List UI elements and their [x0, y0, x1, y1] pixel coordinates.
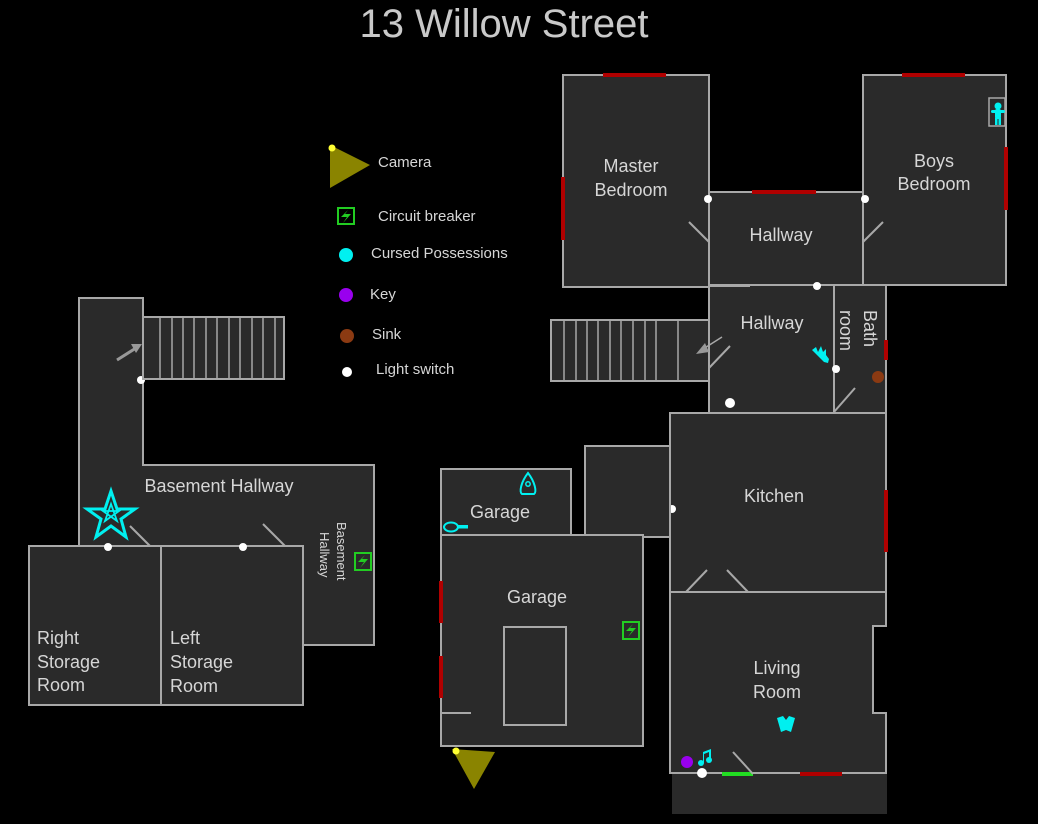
room-label: Room: [170, 676, 218, 696]
room-left-storage[interactable]: Left Storage Room: [160, 543, 304, 706]
legend-key: Key: [339, 286, 396, 303]
room-label: Hallway: [740, 313, 803, 333]
room-garage-connector: [584, 445, 671, 553]
room-right-storage[interactable]: Right Storage Room: [28, 543, 162, 706]
room-label: Hallway: [749, 225, 812, 245]
circuit-breaker-icon[interactable]: [354, 552, 372, 571]
room-label: Bedroom: [897, 174, 970, 194]
room-kitchen[interactable]: Kitchen: [648, 412, 888, 593]
sink-icon: [340, 329, 354, 343]
room-label: Basement Hallway: [144, 476, 293, 496]
room-label: Right: [37, 628, 79, 648]
room-master-bedroom[interactable]: Master Bedroom: [561, 73, 710, 288]
room-garage-small[interactable]: Garage: [440, 468, 572, 536]
room-label: Room: [753, 682, 801, 702]
circuit-breaker-icon[interactable]: [622, 621, 640, 640]
light-switch-icon[interactable]: [813, 282, 821, 290]
map-title: 13 Willow Street: [359, 2, 649, 46]
light-switch-icon: [342, 367, 352, 377]
room-hallway-lower[interactable]: Hallway: [708, 282, 886, 414]
room-label: Room: [37, 675, 85, 695]
key-icon[interactable]: [681, 756, 693, 768]
room-label: Garage: [507, 587, 567, 607]
room-label: Storage: [170, 652, 233, 672]
room-label: Kitchen: [744, 486, 804, 506]
mirror-icon[interactable]: [443, 521, 468, 533]
legend-label: Light switch: [376, 361, 454, 378]
legend: Camera Circuit breaker Cursed Possession…: [328, 144, 508, 378]
legend-circuit-breaker: Circuit breaker: [337, 207, 476, 225]
room-bathroom[interactable]: Bath room: [832, 284, 888, 414]
summoning-circle-icon[interactable]: [82, 486, 140, 541]
room-label: Master: [603, 156, 658, 176]
arrow-up-right-icon: [116, 344, 142, 362]
stairs-basement[interactable]: [142, 316, 285, 380]
room-label: Bath: [860, 310, 880, 347]
room-label: Bedroom: [594, 180, 667, 200]
legend-camera: Camera: [328, 144, 432, 188]
stairs-upper[interactable]: [550, 319, 723, 382]
room-label: Living: [753, 658, 800, 678]
arrow-down-left-icon: [696, 336, 723, 354]
legend-label: Circuit breaker: [378, 208, 476, 225]
light-switch-icon[interactable]: [832, 365, 840, 373]
light-switch-icon[interactable]: [697, 768, 707, 778]
circuit-breaker-icon: [337, 207, 355, 225]
light-switch-icon[interactable]: [725, 398, 735, 408]
camera-icon[interactable]: [452, 747, 495, 790]
key-icon: [339, 288, 353, 302]
cursed-possession-icon: [339, 248, 353, 262]
legend-label: Camera: [378, 154, 432, 171]
room-label: Left: [170, 628, 200, 648]
light-switch-icon[interactable]: [239, 543, 247, 551]
room-living-room[interactable]: Living Room: [669, 591, 887, 814]
legend-cursed: Cursed Possessions: [339, 245, 508, 262]
room-label: Hallway: [317, 532, 332, 578]
room-garage-main[interactable]: Garage: [439, 534, 644, 790]
legend-label: Key: [370, 286, 396, 303]
room-label: room: [836, 310, 856, 351]
room-label: Boys: [914, 151, 954, 171]
monkey-paw-icon[interactable]: [812, 346, 829, 363]
light-switch-icon[interactable]: [704, 195, 712, 203]
sink-icon[interactable]: [872, 371, 884, 383]
legend-label: Sink: [372, 326, 402, 343]
doll-icon[interactable]: [991, 102, 1005, 126]
legend-light-switch: Light switch: [342, 361, 454, 378]
room-label: Basement: [334, 522, 349, 581]
legend-label: Cursed Possessions: [371, 245, 508, 262]
light-switch-icon[interactable]: [104, 543, 112, 551]
camera-icon: [330, 145, 370, 188]
room-hallway-upper[interactable]: Hallway: [688, 190, 884, 286]
music-box-icon[interactable]: [698, 749, 712, 766]
legend-sink: Sink: [340, 326, 402, 343]
room-boys-bedroom[interactable]: Boys Bedroom: [862, 73, 1008, 286]
ouija-planchette-icon[interactable]: [519, 471, 537, 495]
light-switch-icon[interactable]: [861, 195, 869, 203]
room-label: Storage: [37, 652, 100, 672]
room-label: Garage: [470, 502, 530, 522]
tarot-cards-icon[interactable]: [777, 716, 795, 732]
